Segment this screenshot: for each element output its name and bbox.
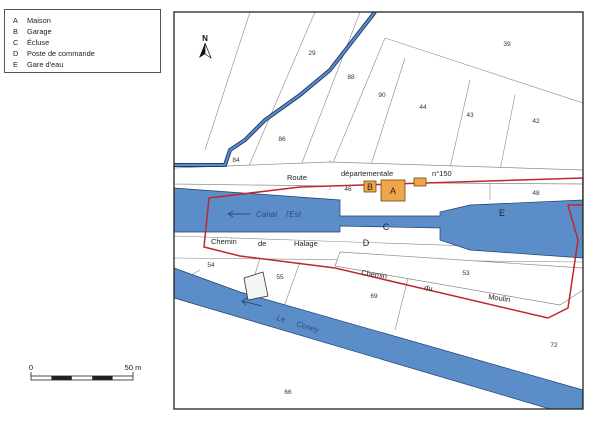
road-label-chemin-2: Chemin [361,268,388,281]
legend-key: D [13,49,19,58]
road-label-departementale: départementale [341,169,393,178]
road-label-halage: Halage [294,239,318,248]
canal [174,187,583,259]
legend-key: E [13,60,18,69]
legend-key: C [13,38,19,47]
parcel-number: 48 [532,190,540,197]
feature-letter-d: D [363,238,370,248]
parcel-number: 66 [284,389,292,396]
parcel-number: 46 [344,186,352,193]
building-b [363,180,377,193]
stream [174,12,376,166]
north-arrow-icon: N [199,34,212,59]
legend-label: Maison [27,16,51,25]
map-content [174,12,583,409]
legend-item-d: D Poste de commande [13,49,95,58]
route-departementale [174,161,583,187]
road-label-route: Route [287,173,307,182]
riverside-structure [243,271,269,301]
legend: A Maison B Garage C Écluse D Poste de comman… [4,9,161,73]
legend-item-a: A Maison [13,16,51,25]
parcel-number: 55 [276,274,284,281]
river [174,267,583,409]
legend-label: Poste de commande [27,49,95,58]
road-label-chemin-1: Chemin [211,237,237,246]
legend-key: B [13,27,18,36]
feature-letter-e: E [499,208,505,218]
parcel-number: 72 [550,342,558,349]
road-label-moulin: Moulin [488,292,511,304]
parcel-number: 88 [347,74,355,81]
legend-label: Gare d'eau [27,60,64,69]
flow-arrow-icon [241,297,263,307]
flow-arrow-icon [227,210,250,218]
parcel-number: 43 [466,112,474,119]
parcel-number: 54 [207,262,215,269]
legend-item-b: B Garage [13,27,52,36]
legend-key: A [13,16,18,25]
parcel-lines [174,12,583,331]
legend-item-e: E Gare d'eau [13,60,63,69]
parcel-number: 29 [308,50,316,57]
parcel-number: 39 [503,41,511,48]
building-annex [413,177,427,187]
north-label: N [202,34,208,43]
feature-letter-c: C [383,222,390,232]
feature-letter-a: A [390,186,396,196]
parcel-number: 84 [232,157,240,164]
parcel-number: 42 [532,118,540,125]
legend-item-c: C Écluse [13,38,49,47]
building-a [380,179,406,202]
legend-label: Écluse [27,38,50,47]
canal-label-1: Canal [256,210,277,219]
parcel-number: 53 [462,270,470,277]
map-frame [173,11,584,410]
chemin-du-moulin [334,251,583,306]
legend-label: Garage [27,27,52,36]
parcel-number: 69 [370,293,378,300]
parcel-number: 86 [278,136,286,143]
site-boundary [203,177,583,319]
parcel-number: 90 [378,92,386,99]
parcel-number: 44 [419,104,427,111]
canal-label-2: l'Est [286,210,302,219]
road-label-du: du [424,283,434,293]
river-label-1: Le [275,313,287,324]
feature-letter-b: B [367,182,373,192]
road-label-number: n°150 [432,169,452,178]
road-label-de: de [258,239,266,248]
